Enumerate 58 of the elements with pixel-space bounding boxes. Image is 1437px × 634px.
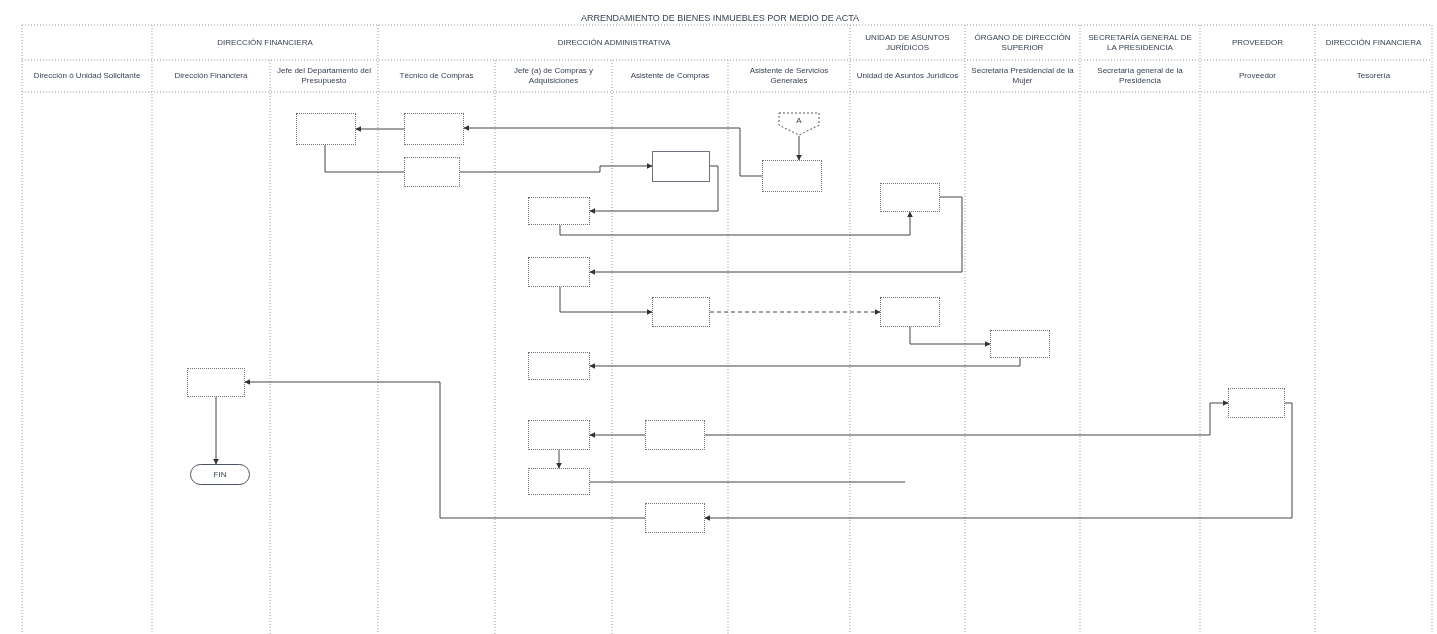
process-box (528, 420, 590, 450)
process-box (990, 330, 1050, 358)
connector-arrow (909, 326, 991, 347)
connector-arrow (589, 432, 646, 438)
lane-header: Asistente de Servicios Generales (748, 66, 830, 86)
process-box (880, 183, 940, 212)
lane-header: Proveedor (1239, 71, 1276, 81)
process-box (645, 420, 705, 450)
department-header: DIRECCIÓN ADMINISTRATIVA (557, 37, 671, 48)
connector-arrow (709, 309, 881, 315)
process-box (652, 297, 710, 327)
process-box (296, 113, 356, 145)
connector-arrow (556, 449, 562, 469)
lane-header: Asistente de Compras (630, 71, 710, 81)
connector-arrow (589, 357, 1021, 369)
process-box (528, 352, 590, 380)
connector-arrow (796, 135, 802, 161)
lane-header: Dirección Financiera (174, 71, 248, 81)
process-box (1228, 388, 1285, 418)
department-header: DIRECCIÓN FINANCIERA (217, 37, 313, 48)
process-box (652, 151, 710, 182)
department-header: UNIDAD DE ASUNTOS JURÍDICOS (864, 32, 951, 53)
lane-header: Secretaría Presidencial de la Mujer (970, 66, 1075, 86)
process-box (528, 257, 590, 287)
process-box (762, 160, 822, 192)
lane-header: Secretaría general de la Presidencia (1096, 66, 1184, 86)
connector-arrow (463, 125, 763, 177)
lane-header: Jefe del Departamento del Presupuesto (276, 66, 372, 86)
connector-arrow (589, 196, 963, 275)
node-label: A (796, 115, 802, 127)
connector-arrow (589, 165, 719, 214)
lane-header: Técnico de Compras (399, 71, 474, 81)
connector-arrow (704, 402, 1293, 521)
process-box (645, 503, 705, 533)
lane-header: Unidad de Asuntos Jurídicos (856, 71, 959, 81)
process-box (404, 113, 464, 145)
process-box (880, 297, 940, 327)
connector-arrow (213, 396, 219, 465)
department-header: SECRETARÍA GENERAL DE LA PRESIDENCIA (1087, 32, 1193, 53)
process-box (528, 468, 590, 495)
connector-arrow (559, 211, 913, 236)
connector-arrow (459, 163, 653, 173)
department-header: PROVEEDOR (1231, 37, 1284, 48)
department-header: ÓRGANO DE DIRECCIÓN SUPERIOR (973, 32, 1072, 53)
process-box (404, 157, 460, 187)
connector-arrow (355, 126, 405, 132)
off-page-connector (778, 112, 820, 136)
connector-arrow (559, 286, 653, 315)
lane-header: Tesorería (1356, 71, 1391, 81)
node-label: FIN (213, 468, 227, 481)
lane-header: Dirección ó Unidad Solicitante (33, 71, 141, 81)
lane-header: Jefe (a) de Compras y Adquisiciones (512, 66, 595, 86)
process-box (187, 368, 245, 397)
process-box (528, 197, 590, 225)
connector-arrow (244, 379, 646, 519)
connector-arrow (704, 400, 1229, 436)
diagram-title: ARRENDAMIENTO DE BIENES INMUEBLES POR MEDIO DE ACTA (579, 12, 861, 25)
department-header: DIRECCIÓN FINANCIERA (1325, 37, 1422, 48)
